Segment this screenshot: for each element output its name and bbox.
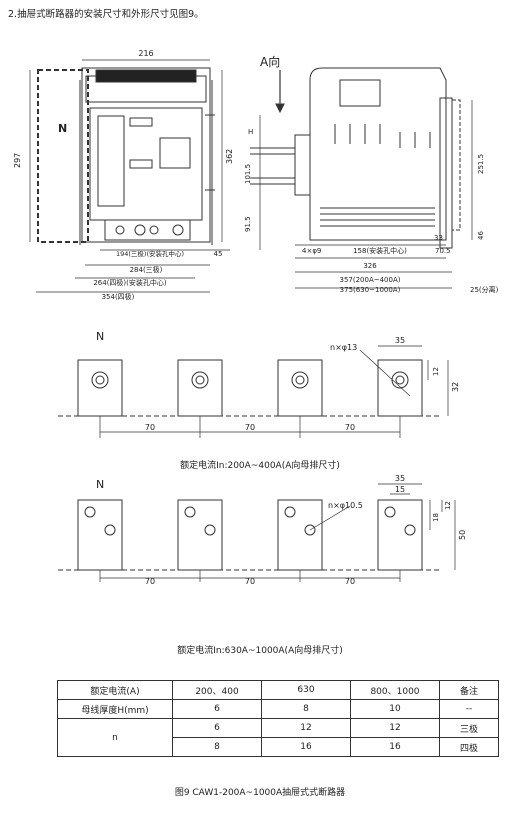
table-header: 630 [261,680,351,700]
table-cell: 6 [172,699,262,719]
side-dim-46: 46 [477,231,485,240]
busbar1-caption: 额定电流In:200A~400A(A向母排尺寸) [180,461,340,471]
busbar2-dim-12: 12 [444,501,452,510]
front-label-n: N [58,122,67,135]
side-dim-357: 357(200A~400A) [340,276,401,284]
front-dim-right: 362 [225,149,234,164]
side-dim-91: 91.5 [244,216,252,232]
front-view-drawing: 216 N 297 362 194(三极)(安装孔中心) 45 284(三极) … [13,49,234,301]
table-header: 备注 [439,680,499,700]
table-cell: 16 [261,737,351,757]
table-cell: 三极 [439,718,499,738]
table-row: 母线厚度H(mm) 6 8 10 -- [57,699,499,719]
busbar2-hole: n×φ10.5 [328,501,363,510]
busbar2-label-n: N [96,478,104,491]
table-row: 8 16 16 四极 [58,737,499,757]
table-header-row: 额定电流(A) 200、400 630 800、1000 备注 [57,680,499,700]
front-dim-45: 45 [214,250,223,258]
busbar2-spacing-3: 70 [345,577,355,586]
side-dim-33: 33 [434,234,443,242]
busbar1-dim-12: 12 [432,367,440,376]
table-header: 800、1000 [350,680,440,700]
front-dim-354: 354(四极) [102,292,135,301]
figure-caption: 图9 CAW1-200A~1000A抽屉式式断路器 [174,788,346,798]
table-cell: 8 [172,737,262,757]
busbar1-label-n: N [96,330,104,343]
table-cell: 母线厚度H(mm) [57,699,173,719]
table-cell: 12 [261,718,351,738]
busbar1-dim-35: 35 [395,336,405,345]
busbar2-dim-50: 50 [458,530,467,540]
busbar2-caption: 额定电流In:630A~1000A(A向母排尺寸) [177,646,343,656]
side-view-drawing: A向 H 101.5 91.5 251.5 46 33 4×φ9 158(安装孔… [244,54,499,294]
front-dim-264: 264(四极)(安装孔中心) [93,278,167,287]
front-dim-284: 284(三极) [130,265,163,274]
intro-text: 2.抽屉式断路器的安装尺寸和外形尺寸见图9。 [8,9,204,20]
busbar2-spacing-2: 70 [245,577,255,586]
table-cell: 12 [350,718,440,738]
busbar1-spacing-3: 70 [345,423,355,432]
busbar2-dim-15: 15 [395,485,405,494]
side-dim-251: 251.5 [477,154,485,174]
table-cell: 6 [172,718,262,738]
side-dim-h: H [248,128,253,136]
table-cell: -- [439,699,499,719]
busbar-630-1000-drawing: N n×φ10.5 35 15 18 12 50 70 70 70 [58,474,467,586]
table-cell: 四极 [439,737,499,757]
side-dim-25: 25(分离) [470,285,499,294]
side-dim-70-5: 70.5 [435,247,451,255]
side-holes: 4×φ9 [302,247,321,255]
side-dim-158: 158(安装孔中心) [353,246,407,255]
busbar2-dim-35: 35 [395,474,405,483]
table-header: 额定电流(A) [57,680,173,700]
busbar1-spacing-2: 70 [245,423,255,432]
busbar2-spacing-1: 70 [145,577,155,586]
front-dim-194: 194(三极)(安装孔中心) [116,249,184,258]
table-row: n 6 12 12 三极 [57,718,499,757]
busbar1-hole: n×φ13 [330,343,357,352]
side-dim-326: 326 [363,262,377,270]
side-dim-101: 101.5 [244,164,252,184]
busbar2-dim-18: 18 [432,513,440,522]
table-cell: n [57,718,173,757]
side-dim-375: 375(630~1000A) [340,286,401,294]
spec-table: 额定电流(A) 200、400 630 800、1000 备注 母线厚度H(mm… [57,680,499,757]
busbar1-spacing-1: 70 [145,423,155,432]
table-header: 200、400 [172,680,262,700]
busbar1-dim-32: 32 [451,382,460,392]
table-cell: 10 [350,699,440,719]
front-dim-top: 216 [138,49,153,58]
side-a-direction: A向 [260,54,280,69]
front-dim-left: 297 [13,153,22,168]
table-cell: 8 [261,699,351,719]
table-cell: 16 [350,737,440,757]
busbar-200-400-drawing: N n×φ13 35 12 32 70 70 70 [58,330,460,438]
